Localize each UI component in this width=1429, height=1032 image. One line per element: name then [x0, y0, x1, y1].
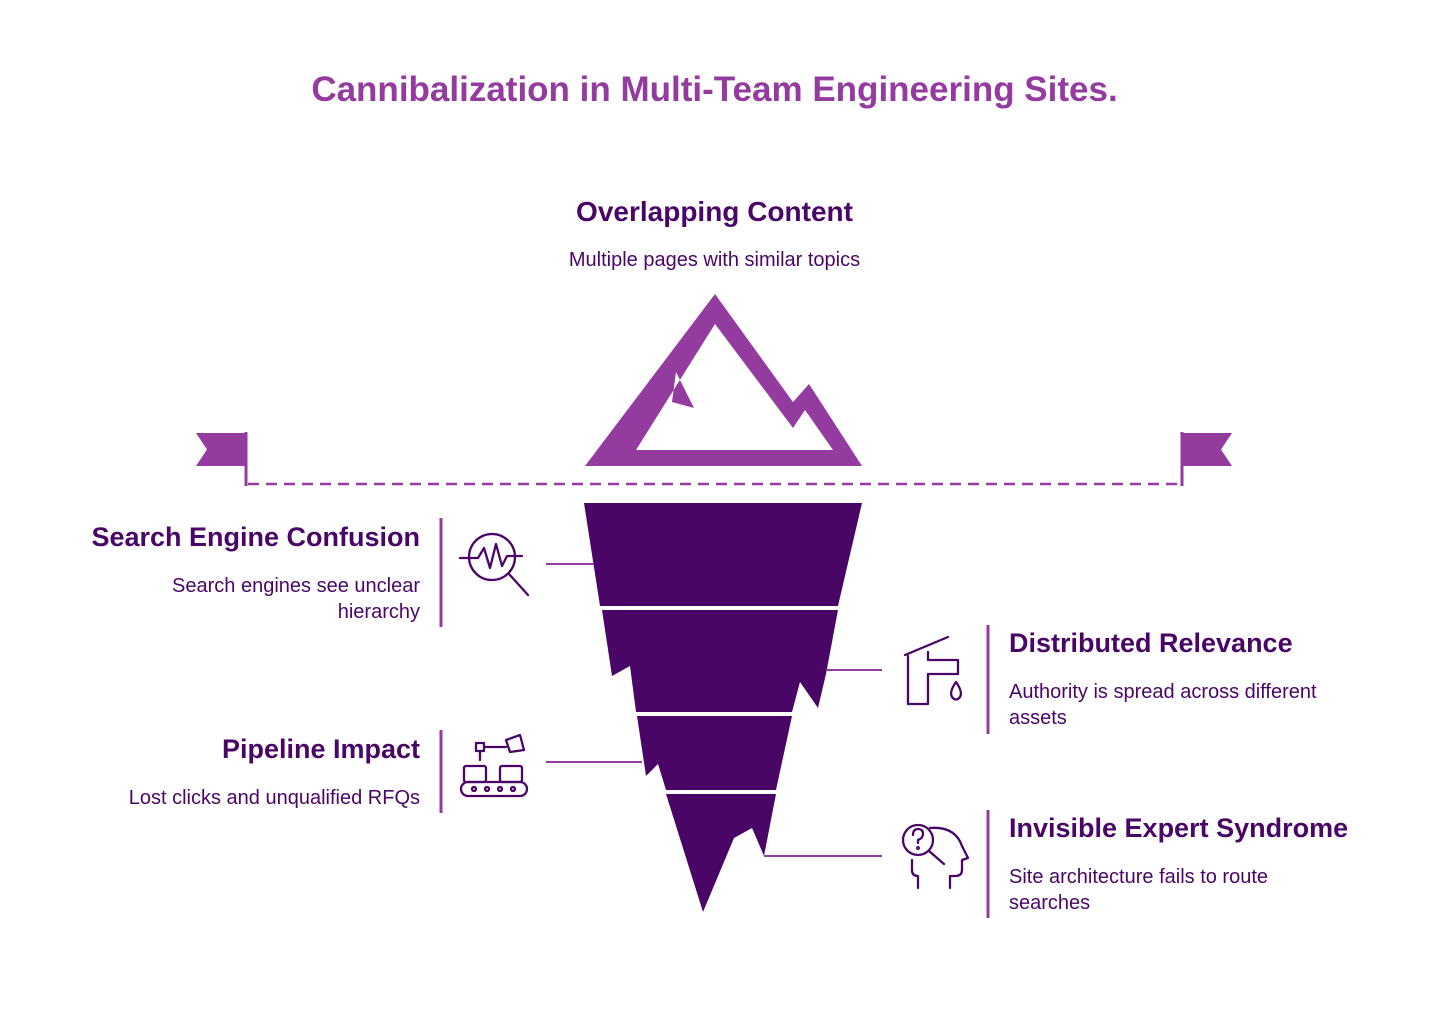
iceberg-layer-4: [666, 794, 776, 912]
head-question-icon: [901, 823, 970, 890]
iceberg-submerged: [584, 503, 862, 912]
iceberg-tip-icon: [585, 294, 862, 466]
item-1-heading: Search Engine Confusion: [91, 522, 420, 552]
top-heading: Overlapping Content: [576, 196, 853, 227]
conveyor-robot-icon: [459, 733, 529, 798]
item-2-description: Authority is spread across different ass…: [1009, 681, 1317, 729]
top-description: Multiple pages with similar topics: [568, 249, 861, 271]
iceberg-layer-3: [637, 716, 792, 790]
magnifier-pulse-icon: [458, 532, 530, 597]
item-1-description: Search engines see unclear hierarchy: [172, 575, 420, 623]
faucet-drop-icon: [903, 635, 963, 706]
item-4-description: Site architecture fails to route searche…: [1009, 866, 1269, 914]
left-flag-icon: [196, 432, 248, 486]
diagram-title: Cannibalization in Multi-Team Engineerin…: [311, 70, 1118, 109]
item-4-heading: Invisible Expert Syndrome: [1009, 813, 1349, 843]
iceberg-layer-2: [602, 610, 838, 712]
item-2-heading: Distributed Relevance: [1009, 628, 1293, 658]
iceberg-layer-1: [584, 503, 862, 606]
item-3-description: Lost clicks and unqualified RFQs: [128, 787, 420, 809]
right-flag-icon: [1180, 432, 1232, 486]
item-3-heading: Pipeline Impact: [221, 734, 420, 764]
